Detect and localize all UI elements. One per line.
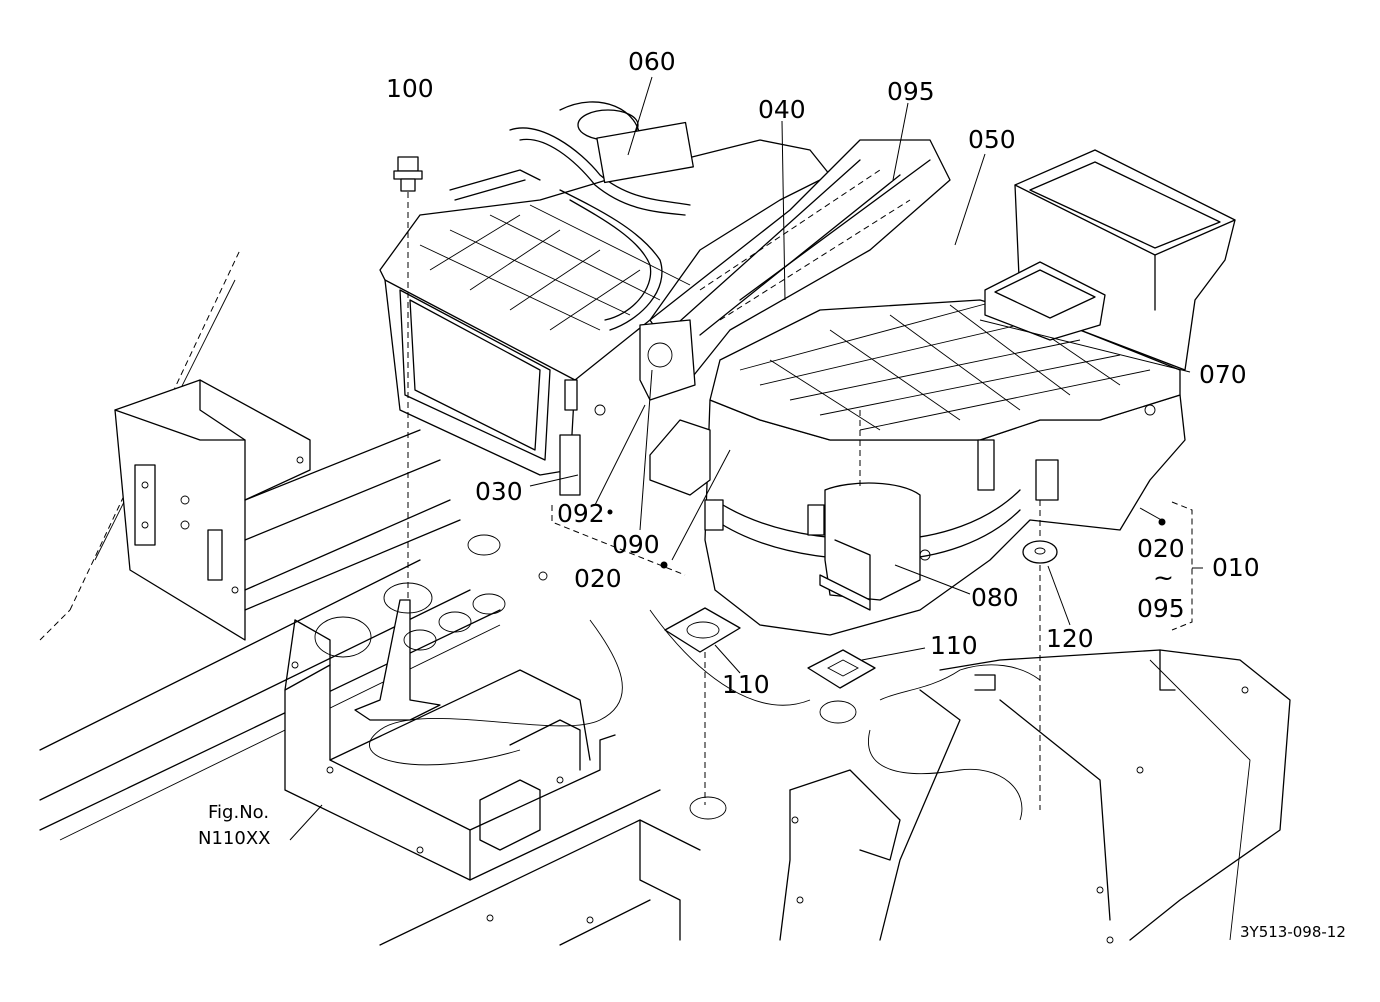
figure-reference: Fig.No. N110XX (198, 802, 270, 849)
marker-dot (607, 509, 613, 515)
callout-060[interactable]: 060 (628, 47, 676, 76)
washer-120 (1022, 500, 1058, 810)
callout-030[interactable]: 030 (475, 477, 523, 506)
callout-090[interactable]: 090 (612, 530, 660, 559)
callout-070[interactable]: 070 (1199, 360, 1247, 389)
callout-labels: 060 100 040 095 050 070 030 092 090 020 … (386, 47, 1260, 699)
callout-100[interactable]: 100 (386, 74, 434, 103)
callout-050[interactable]: 050 (968, 125, 1016, 154)
callout-092[interactable]: 092 (557, 499, 605, 528)
bolt-100 (393, 156, 423, 600)
callout-110-left[interactable]: 110 (722, 670, 770, 699)
marker-dot (660, 561, 668, 569)
figure-ref-number[interactable]: N110XX (198, 828, 270, 849)
seal-110-right (807, 649, 876, 689)
hvac-unit-assembly (379, 101, 1236, 636)
marker-dot (1158, 518, 1166, 526)
range-tilde: ~ (1153, 563, 1174, 592)
seal-110-left (664, 607, 741, 805)
callout-095-range-end[interactable]: 095 (1137, 594, 1185, 623)
callout-010[interactable]: 010 (1212, 553, 1260, 582)
callout-020-range-start[interactable]: 020 (1137, 534, 1185, 563)
drawing-code: 3Y513-098-12 (1240, 923, 1346, 941)
callout-120[interactable]: 120 (1046, 624, 1094, 653)
figure-ref-label: Fig.No. (208, 802, 269, 823)
callout-040[interactable]: 040 (758, 95, 806, 124)
callout-080[interactable]: 080 (971, 583, 1019, 612)
leader-lines (289, 76, 1203, 841)
cab-frame-structure (39, 249, 1291, 946)
callout-110-right[interactable]: 110 (930, 631, 978, 660)
callout-095[interactable]: 095 (887, 77, 935, 106)
callout-020[interactable]: 020 (574, 564, 622, 593)
